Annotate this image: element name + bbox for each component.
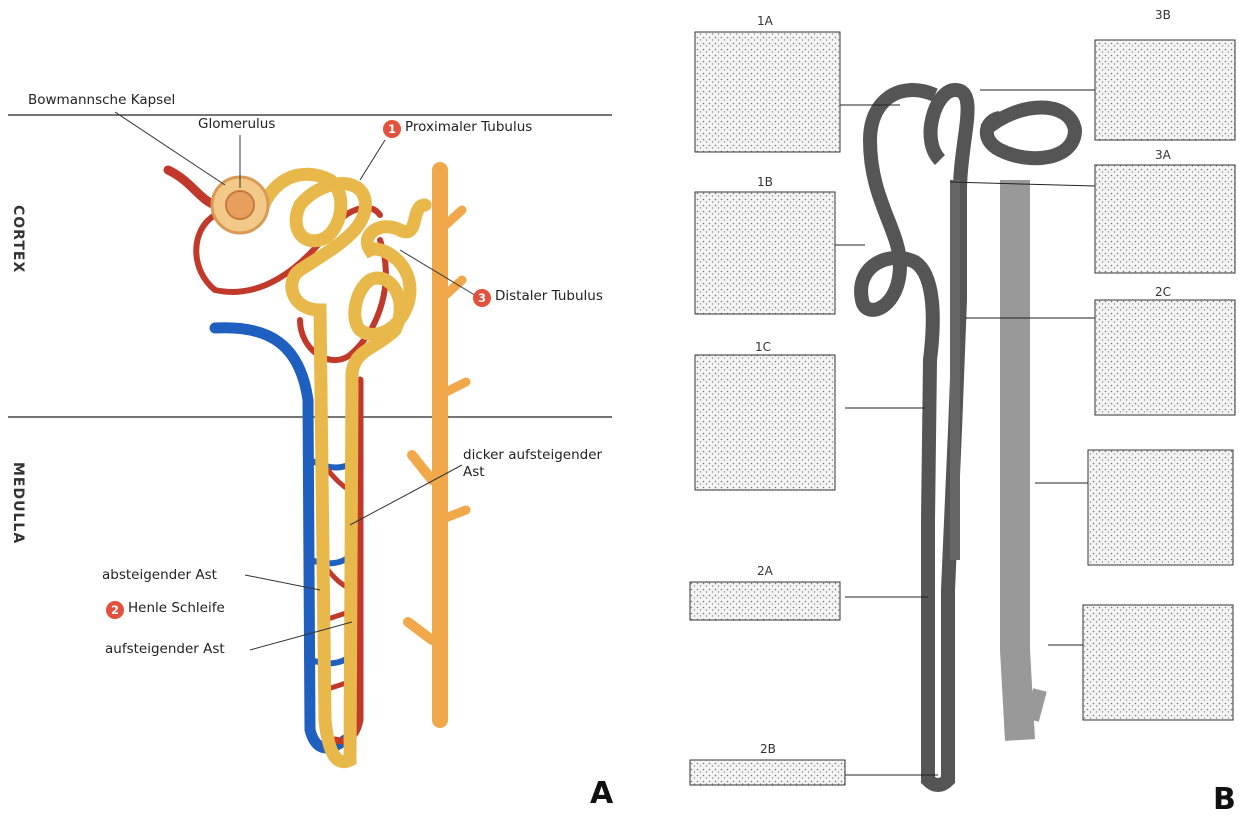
distal-text: Distaler Tubulus: [495, 288, 603, 304]
label-descending-limb: absteigender Ast: [102, 567, 217, 584]
section-cd1: [1088, 450, 1233, 565]
section-3a: [1095, 165, 1235, 273]
proximal-text: Proximaler Tubulus: [405, 119, 532, 135]
caption-1a: 1A: [757, 14, 773, 28]
caption-1c: 1C: [755, 340, 771, 354]
section-cd2: [1083, 605, 1233, 720]
section-1c: [695, 355, 835, 490]
caption-2b: 2B: [760, 742, 776, 756]
panel-letter-a: A: [590, 776, 613, 811]
caption-3b: 3B: [1155, 8, 1171, 22]
section-2c: [1095, 300, 1235, 415]
glomerulus: [226, 191, 254, 219]
caption-2c: 2C: [1155, 285, 1171, 299]
caption-1b: 1B: [757, 175, 773, 189]
caption-2a: 2A: [757, 564, 773, 578]
section-2b: [690, 760, 845, 785]
badge-3: 3: [473, 289, 491, 307]
zone-cortex: CORTEX: [10, 205, 26, 273]
section-1a: [695, 32, 840, 152]
badge-2: 2: [106, 601, 124, 619]
section-3b: [1095, 40, 1235, 140]
panel-letter-b: B: [1213, 782, 1236, 817]
label-glomerulus: Glomerulus: [198, 116, 275, 133]
caption-3a: 3A: [1155, 148, 1171, 162]
label-bowman-capsule: Bowmannsche Kapsel: [28, 92, 175, 109]
label-thick-ascending-limb: dicker aufsteigender Ast: [463, 447, 613, 481]
loop-text: Henle Schleife: [128, 600, 225, 616]
label-ascending-limb: aufsteigender Ast: [105, 641, 225, 658]
section-2a: [690, 582, 840, 620]
section-1b: [695, 192, 835, 314]
zone-medulla: MEDULLA: [10, 462, 26, 544]
collecting-duct: [408, 170, 466, 720]
nephron-histology-b: [835, 90, 1095, 785]
badge-1: 1: [383, 120, 401, 138]
